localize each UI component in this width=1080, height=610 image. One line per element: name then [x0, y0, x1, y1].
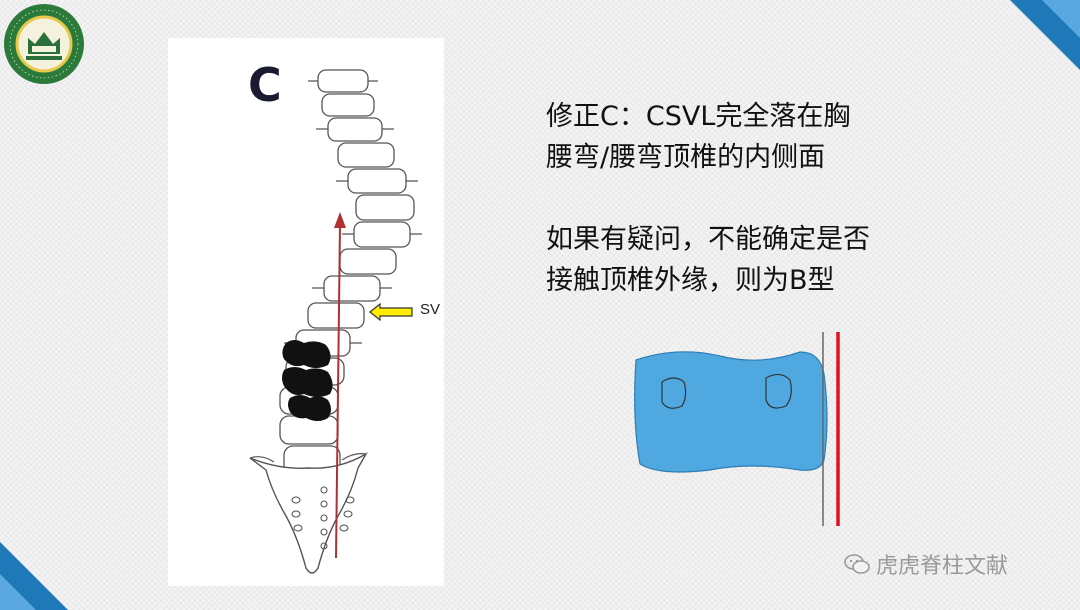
vertebra-csvl-diagram [630, 330, 850, 530]
spine-figure-panel [168, 38, 444, 586]
scoliosis-spine-drawing [168, 38, 444, 586]
text-gap [546, 178, 966, 219]
sv-arrow-icon [370, 304, 412, 320]
watermark: 虎虎脊柱文献 [844, 548, 1008, 580]
text-line: 如果有疑问，不能确定是否 [546, 219, 966, 260]
corner-decoration-top-right-inner [1042, 0, 1080, 38]
wechat-icon [844, 553, 870, 575]
text-line: 修正C：CSVL完全落在胸 [546, 96, 966, 137]
sv-label: SV [420, 301, 440, 318]
text-line: 接触顶椎外缘，则为B型 [546, 260, 966, 301]
watermark-text: 虎虎脊柱文献 [876, 548, 1008, 580]
corner-decoration-bottom-left-inner [0, 574, 36, 610]
panel-letter: C [248, 62, 282, 108]
text-line: 腰弯/腰弯顶椎的内侧面 [546, 137, 966, 178]
hospital-logo [2, 2, 86, 86]
main-text: 修正C：CSVL完全落在胸 腰弯/腰弯顶椎的内侧面 如果有疑问，不能确定是否 接… [546, 96, 966, 301]
csvl-arrowhead [334, 212, 346, 228]
vertebra-body-shape [635, 352, 827, 472]
